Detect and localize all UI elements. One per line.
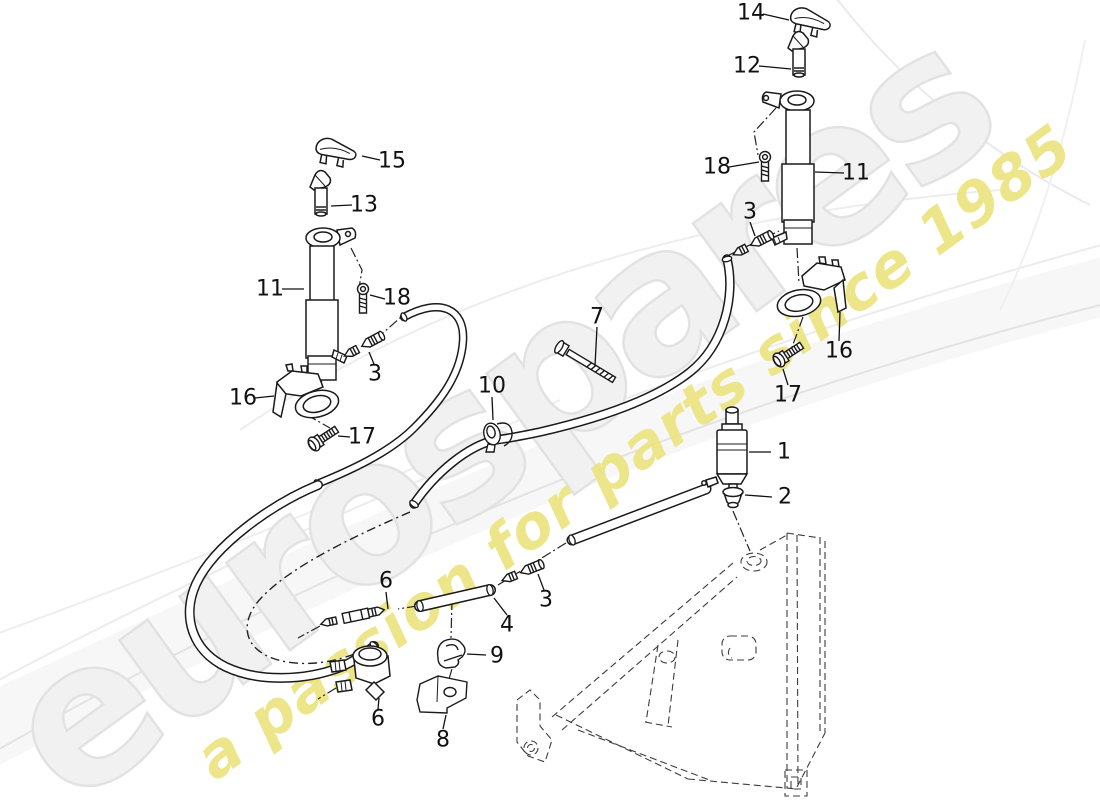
bracket-16-left <box>272 363 340 419</box>
label-leader-line <box>385 591 389 610</box>
reservoir-outline <box>516 532 826 797</box>
part-label: 9 <box>490 644 504 669</box>
label-leader-line <box>728 161 760 168</box>
part-label: 1 <box>777 440 791 465</box>
label-leader-line <box>330 204 353 207</box>
valve-6-lower <box>329 645 391 702</box>
label-leader-line <box>838 311 841 342</box>
lift-cylinder-left <box>305 227 357 381</box>
label-leader-line <box>744 494 773 498</box>
label-leader-line <box>762 13 790 21</box>
part-label: 3 <box>539 588 553 613</box>
part-label: 11 <box>842 161 870 186</box>
part-label: 18 <box>383 286 411 311</box>
lift-cylinder-right <box>761 90 815 247</box>
screw-18-right <box>758 150 772 182</box>
part-label: 10 <box>478 374 506 399</box>
grommet-2 <box>722 486 744 509</box>
hose-loop-hidden <box>246 511 411 665</box>
bolt-7 <box>554 339 617 384</box>
label-leader-line <box>337 435 351 438</box>
label-leader-line <box>491 396 494 421</box>
washer-pump-1 <box>701 406 749 492</box>
clamp-9 <box>436 638 466 669</box>
bracket-16-right <box>776 256 847 318</box>
label-leader-line <box>758 65 792 70</box>
label-leader-line <box>466 653 487 656</box>
part-label: 7 <box>590 305 604 330</box>
pump-inlet-hose <box>566 483 712 546</box>
part-label: 12 <box>733 54 761 79</box>
part-label: 13 <box>350 193 378 218</box>
part-label: 15 <box>378 149 406 174</box>
part-label: 11 <box>256 277 284 302</box>
clip-10 <box>483 422 513 453</box>
screw-18-left <box>356 282 370 314</box>
part-label: 16 <box>825 339 853 364</box>
hose-4 <box>414 583 496 613</box>
label-leader-line <box>493 597 508 616</box>
part-label: 16 <box>229 386 257 411</box>
part-label: 17 <box>348 425 376 450</box>
part-label: 8 <box>436 728 450 753</box>
part-label: 2 <box>778 485 792 510</box>
label-leader-line <box>254 395 275 399</box>
bracket-8 <box>416 675 468 714</box>
label-leader-line <box>537 573 545 591</box>
label-leader-line <box>814 171 845 174</box>
label-leader-line <box>594 326 598 367</box>
part-label: 17 <box>774 383 802 408</box>
part-label: 14 <box>737 1 765 26</box>
part-label: 6 <box>379 569 393 594</box>
part-label: 3 <box>743 200 757 225</box>
label-leader-line <box>749 221 756 237</box>
label-leader-line <box>368 351 375 365</box>
part-label: 6 <box>371 707 385 732</box>
part-label: 4 <box>500 613 514 638</box>
label-leader-line <box>369 294 386 300</box>
hose-main <box>409 254 735 509</box>
part-label: 3 <box>368 362 382 387</box>
label-leader-line <box>442 714 447 730</box>
label-leader-line <box>377 697 380 710</box>
label-leader-line <box>782 368 789 386</box>
part-label: 18 <box>703 155 731 180</box>
label-leader-line <box>361 155 381 161</box>
connector-6-upper <box>319 606 386 627</box>
